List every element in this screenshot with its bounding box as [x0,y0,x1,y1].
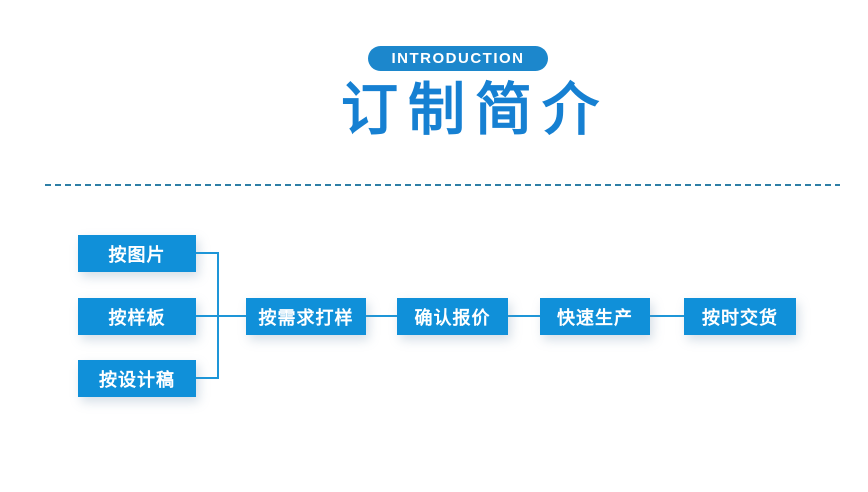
flow-node-on-time-delivery: 按时交货 [684,298,796,335]
flow-node-by-picture: 按图片 [78,235,196,272]
flow-node-fast-production: 快速生产 [540,298,650,335]
flow-node-confirm-quotation: 确认报价 [397,298,508,335]
flow-node-by-sample: 按样板 [78,298,196,335]
dashed-divider [45,184,840,186]
connector-line [196,377,218,379]
connector-line [196,315,246,317]
connector-line [508,315,540,317]
page-title: 订制简介 [341,78,609,142]
flow-node-by-design-draft: 按设计稿 [78,360,196,397]
connector-line [366,315,397,317]
connector-line [217,252,219,379]
connector-line [196,252,218,254]
flow-node-proofing-on-demand: 按需求打样 [246,298,366,335]
connector-line [650,315,684,317]
section-badge: INTRODUCTION [368,46,548,71]
